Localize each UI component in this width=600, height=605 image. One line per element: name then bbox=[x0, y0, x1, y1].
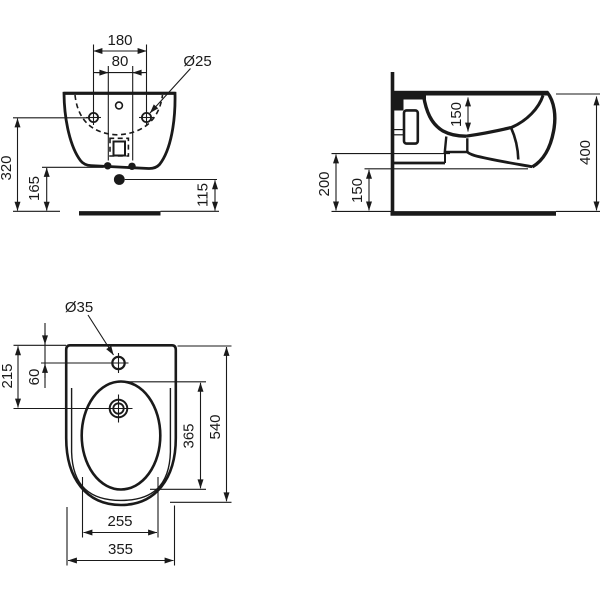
front-shell-inner-lower bbox=[509, 127, 520, 160]
dim-outlet-centres: 80 bbox=[93, 53, 147, 161]
dim-label-355: 355 bbox=[108, 541, 133, 558]
dim-front-underside-height: 150 bbox=[349, 168, 528, 211]
dim-label-255: 255 bbox=[107, 513, 132, 530]
drain-dot-right bbox=[128, 162, 136, 170]
dim-overall-depth: 540 bbox=[170, 345, 232, 503]
fixing-hole-right bbox=[139, 110, 154, 125]
dim-overall-width: 355 bbox=[66, 505, 176, 566]
overflow-hole bbox=[114, 101, 124, 110]
rim-section bbox=[392, 90, 548, 96]
dim-label-180: 180 bbox=[107, 32, 132, 49]
bowl-opening bbox=[80, 380, 162, 491]
dim-label-165: 165 bbox=[26, 176, 43, 201]
basin-bottom-diagonal bbox=[465, 126, 512, 138]
bowl-dashed-outline bbox=[74, 94, 164, 136]
bidet-plan-outline bbox=[64, 344, 178, 507]
deck-section bbox=[392, 95, 426, 100]
dim-tap-hole-diameter: Ø35 bbox=[65, 299, 114, 356]
dim-label-115: 115 bbox=[195, 183, 212, 207]
dim-waste-height: 115 bbox=[195, 180, 218, 211]
dim-wall-to-drain: 215 bbox=[0, 344, 105, 410]
dim-label-150-front: 150 bbox=[349, 178, 366, 203]
dim-label-80: 80 bbox=[112, 53, 129, 70]
mounting-bracket bbox=[402, 109, 420, 145]
underside-front-curve bbox=[466, 150, 533, 169]
front-shell-inner-upper bbox=[510, 94, 545, 129]
basin-interior-curve bbox=[421, 95, 467, 138]
bidet-front-outline bbox=[62, 91, 177, 170]
dim-basin-depth: 150 bbox=[448, 97, 471, 132]
dim-label-200: 200 bbox=[316, 171, 333, 196]
dim-bowl-length: 365 bbox=[122, 381, 206, 490]
dim-label-dia35: Ø35 bbox=[65, 299, 93, 316]
backwall-section bbox=[394, 99, 404, 111]
dim-fixing-hole-centres: 180 bbox=[92, 32, 148, 112]
plan-view: Ø35 215 60 365 540 bbox=[0, 299, 232, 566]
trap-recess bbox=[443, 136, 469, 154]
trap-dashed-box bbox=[109, 137, 130, 157]
drain-dot-left bbox=[104, 162, 112, 170]
dim-wall-to-tap: 60 bbox=[26, 323, 111, 388]
waste-outlet-dot bbox=[113, 174, 125, 185]
dim-label-215: 215 bbox=[0, 363, 16, 388]
dim-outlet-height: 165 bbox=[26, 166, 104, 211]
dim-label-150-basin: 150 bbox=[448, 102, 465, 127]
drain-hole bbox=[104, 394, 133, 423]
dim-fixing-hole-height: 320 bbox=[0, 117, 89, 211]
front-view: 180 80 Ø25 320 165 bbox=[0, 32, 219, 216]
dim-label-540: 540 bbox=[207, 414, 224, 439]
dim-rear-underside-height: 200 bbox=[316, 153, 450, 211]
dim-label-dia25: Ø25 bbox=[183, 53, 211, 70]
dim-overall-height: 400 bbox=[556, 93, 600, 211]
front-outer-curve bbox=[531, 90, 557, 169]
dim-fixing-hole-diameter: Ø25 bbox=[149, 53, 212, 114]
dim-bowl-width: 255 bbox=[81, 477, 159, 538]
side-view: 150 200 150 400 bbox=[316, 72, 600, 216]
tap-hole bbox=[108, 353, 129, 373]
dim-label-320: 320 bbox=[0, 155, 15, 180]
dim-label-400: 400 bbox=[577, 140, 594, 165]
dim-label-60: 60 bbox=[26, 369, 43, 386]
dim-label-365: 365 bbox=[181, 423, 198, 448]
trap-inner-box bbox=[112, 140, 126, 157]
rim-inner-edge bbox=[70, 388, 172, 502]
